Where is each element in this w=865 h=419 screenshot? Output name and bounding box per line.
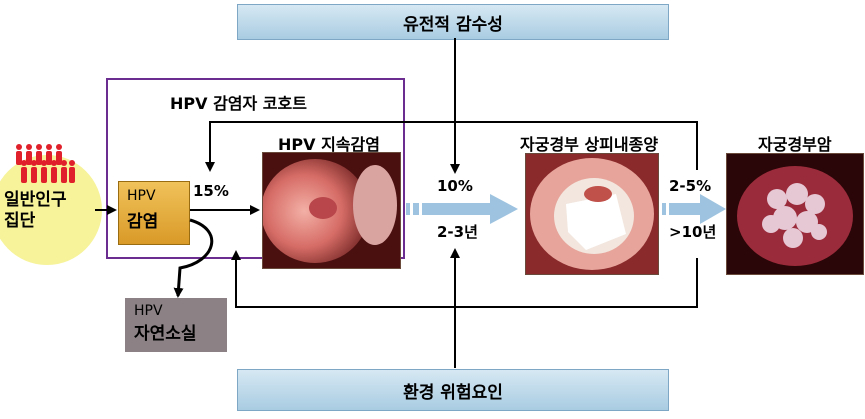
cervical-cancer-photo — [726, 153, 864, 275]
genetic-susceptibility-label: 유전적 감수성 — [403, 14, 503, 35]
natural-clearance-box: HPV 자연소실 — [125, 298, 227, 352]
cin-label: 자궁경부 상피내종양 — [520, 135, 659, 154]
years-2-3-label: 2-3년 — [437, 223, 478, 241]
top-feedback-loop — [205, 121, 698, 172]
progression-arrow-1 — [406, 194, 518, 224]
natural-clearance-line1: HPV — [134, 303, 163, 319]
hpv-infection-box: HPV 감염 — [118, 181, 190, 245]
environmental-risk-bar: 환경 위험요인 — [237, 369, 669, 411]
years-10-label: >10년 — [669, 223, 717, 241]
persistent-infection-label: HPV 지속감염 — [278, 135, 380, 154]
bottom-feedback-loop — [231, 250, 698, 308]
pct-2-5-label: 2-5% — [669, 177, 712, 195]
cervical-cancer-label: 자궁경부암 — [758, 135, 832, 154]
pct-15-label: 15% — [193, 182, 229, 200]
cin-photo — [525, 153, 659, 275]
cohort-title: HPV 감염자 코호트 — [170, 94, 307, 113]
environmental-risk-label: 환경 위험요인 — [403, 382, 503, 403]
infection-to-clearance-arrow — [173, 218, 214, 298]
population-line1: 일반인구 — [4, 190, 67, 210]
hpv-infection-line1: HPV — [127, 188, 156, 204]
pct-10-label: 10% — [437, 177, 473, 195]
cohort-frame — [106, 78, 405, 259]
progression-arrow-2 — [662, 194, 726, 224]
population-line2: 집단 — [4, 211, 36, 231]
genetic-susceptibility-bar: 유전적 감수성 — [237, 4, 669, 40]
population-label: 일반인구 집단 — [4, 190, 67, 232]
persistent-infection-photo — [262, 152, 401, 269]
people-icon — [16, 144, 75, 183]
natural-clearance-line2: 자연소실 — [134, 324, 197, 344]
hpv-infection-line2: 감염 — [127, 212, 159, 232]
